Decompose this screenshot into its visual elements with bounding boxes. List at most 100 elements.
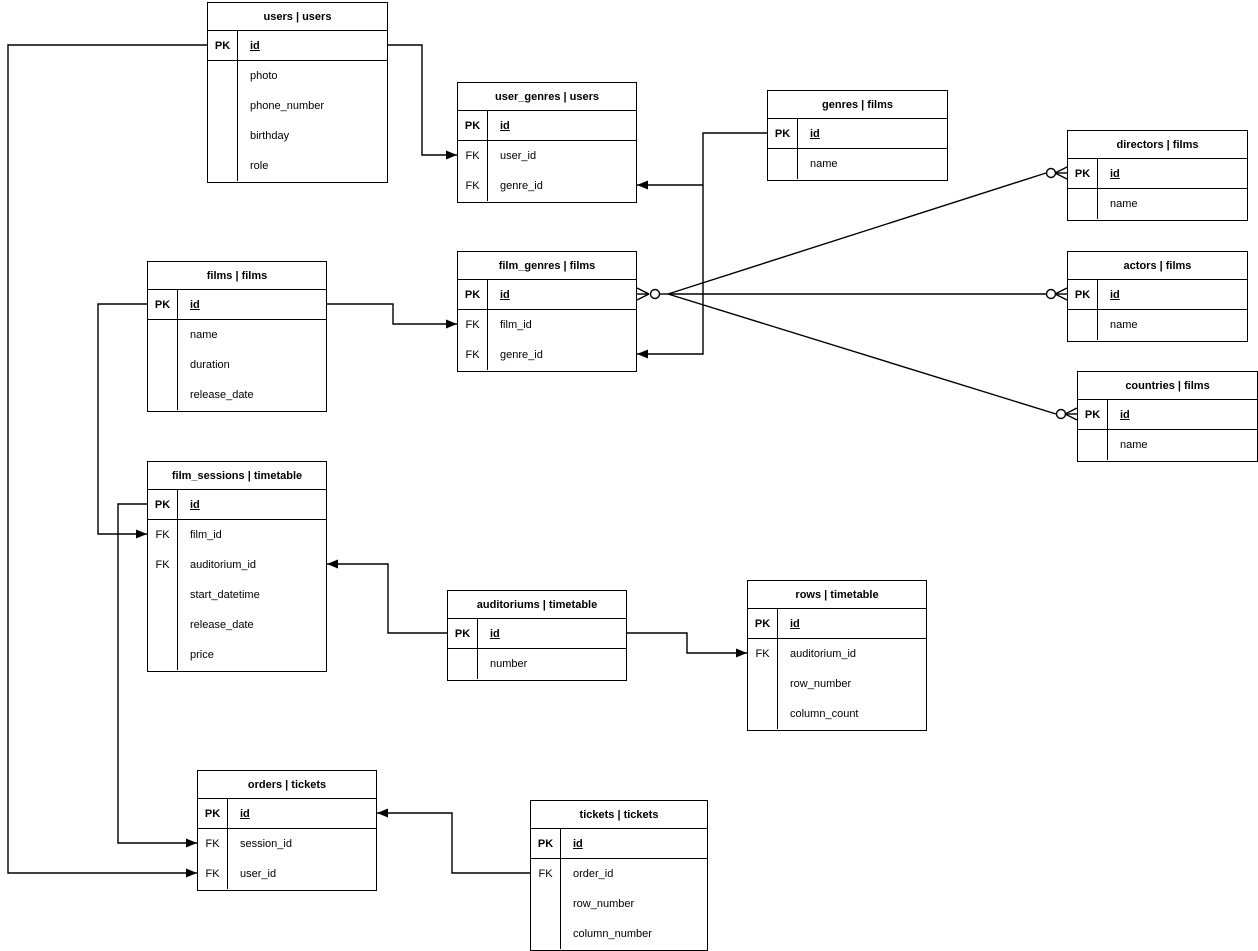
attribute-name: row_number <box>573 898 635 910</box>
key-label <box>208 61 238 91</box>
attribute-name: row_number <box>790 678 852 690</box>
attribute-name: photo <box>250 70 278 82</box>
films-id-to-film-sessions-film-id <box>97 303 147 535</box>
key-label: PK <box>458 280 488 309</box>
attribute-name: film_id <box>190 529 222 541</box>
key-label <box>148 380 178 410</box>
attribute-name: id <box>190 298 200 311</box>
hub-to-directors <box>667 172 1047 295</box>
attribute-row-number: number <box>448 649 626 679</box>
key-label: PK <box>748 609 778 638</box>
attribute-row-id: PK id <box>1078 400 1257 430</box>
key-label <box>531 919 561 949</box>
key-label <box>768 149 798 179</box>
countries-crowfoot-prong-0 <box>1064 407 1078 415</box>
key-label: PK <box>148 490 178 519</box>
key-label: PK <box>148 290 178 319</box>
attribute-name: order_id <box>573 868 614 880</box>
table-title: countries | films <box>1078 372 1257 400</box>
attribute-name: name <box>1120 439 1148 451</box>
genres-id-to-user-genres-genre-id <box>637 132 767 186</box>
genres-id-to-user-genres-genre-id-arrowhead <box>637 180 648 190</box>
attribute-name: id <box>790 617 800 630</box>
key-label: FK <box>198 859 228 889</box>
attribute-row-row_number: row_number <box>748 669 926 699</box>
key-label: FK <box>458 171 488 201</box>
table-title: rows | timetable <box>748 581 926 609</box>
attribute-name: id <box>240 807 250 820</box>
film-genres-crowfoot-prong-2 <box>636 293 650 301</box>
key-label: PK <box>208 31 238 60</box>
key-label: FK <box>148 550 178 580</box>
attribute-name: id <box>1110 167 1120 180</box>
attribute-row-duration: duration <box>148 350 326 380</box>
attribute-name: number <box>490 658 528 670</box>
key-label: PK <box>448 619 478 648</box>
attribute-name: id <box>1120 408 1130 421</box>
key-label <box>1078 430 1108 460</box>
key-label <box>208 121 238 151</box>
attribute-row-release_date: release_date <box>148 610 326 640</box>
key-label <box>1068 189 1098 219</box>
key-label <box>448 649 478 679</box>
table-title: users | users <box>208 3 387 31</box>
key-label <box>148 320 178 350</box>
table-title: directors | films <box>1068 131 1247 159</box>
film-sessions-id-to-orders-session-id <box>117 503 197 844</box>
attribute-row-photo: photo <box>208 61 387 91</box>
users-id-to-orders-user-id <box>7 44 207 874</box>
attribute-name: phone_number <box>250 100 325 112</box>
table-title: orders | tickets <box>198 771 376 799</box>
actors-crowfoot-prong-0 <box>1054 287 1068 295</box>
attribute-name: column_count <box>790 708 859 720</box>
attribute-row-start_datetime: start_datetime <box>148 580 326 610</box>
key-label <box>531 889 561 919</box>
attribute-row-id: PK id <box>748 609 926 639</box>
attribute-name: id <box>500 119 510 132</box>
attribute-name: name <box>810 158 838 170</box>
table-title: films | films <box>148 262 326 290</box>
tickets-order-id-to-orders-id-arrowhead <box>377 808 388 818</box>
attribute-name: film_id <box>500 319 532 331</box>
film-sessions-id-to-orders-session-id-arrowhead <box>186 838 197 848</box>
attribute-row-name: name <box>1078 430 1257 460</box>
directors-zero-circle <box>1045 167 1057 179</box>
films-id-to-film-genres-film-id <box>327 303 457 325</box>
attribute-row-price: price <box>148 640 326 670</box>
attribute-name: name <box>1110 319 1138 331</box>
key-label: PK <box>1078 400 1108 429</box>
attribute-name: birthday <box>250 130 290 142</box>
attribute-row-name: name <box>768 149 947 179</box>
attribute-name: session_id <box>240 838 292 850</box>
attribute-row-column_number: column_number <box>531 919 707 949</box>
key-label: FK <box>748 639 778 669</box>
attribute-row-release_date: release_date <box>148 380 326 410</box>
attribute-row-phone_number: phone_number <box>208 91 387 121</box>
key-label <box>148 350 178 380</box>
